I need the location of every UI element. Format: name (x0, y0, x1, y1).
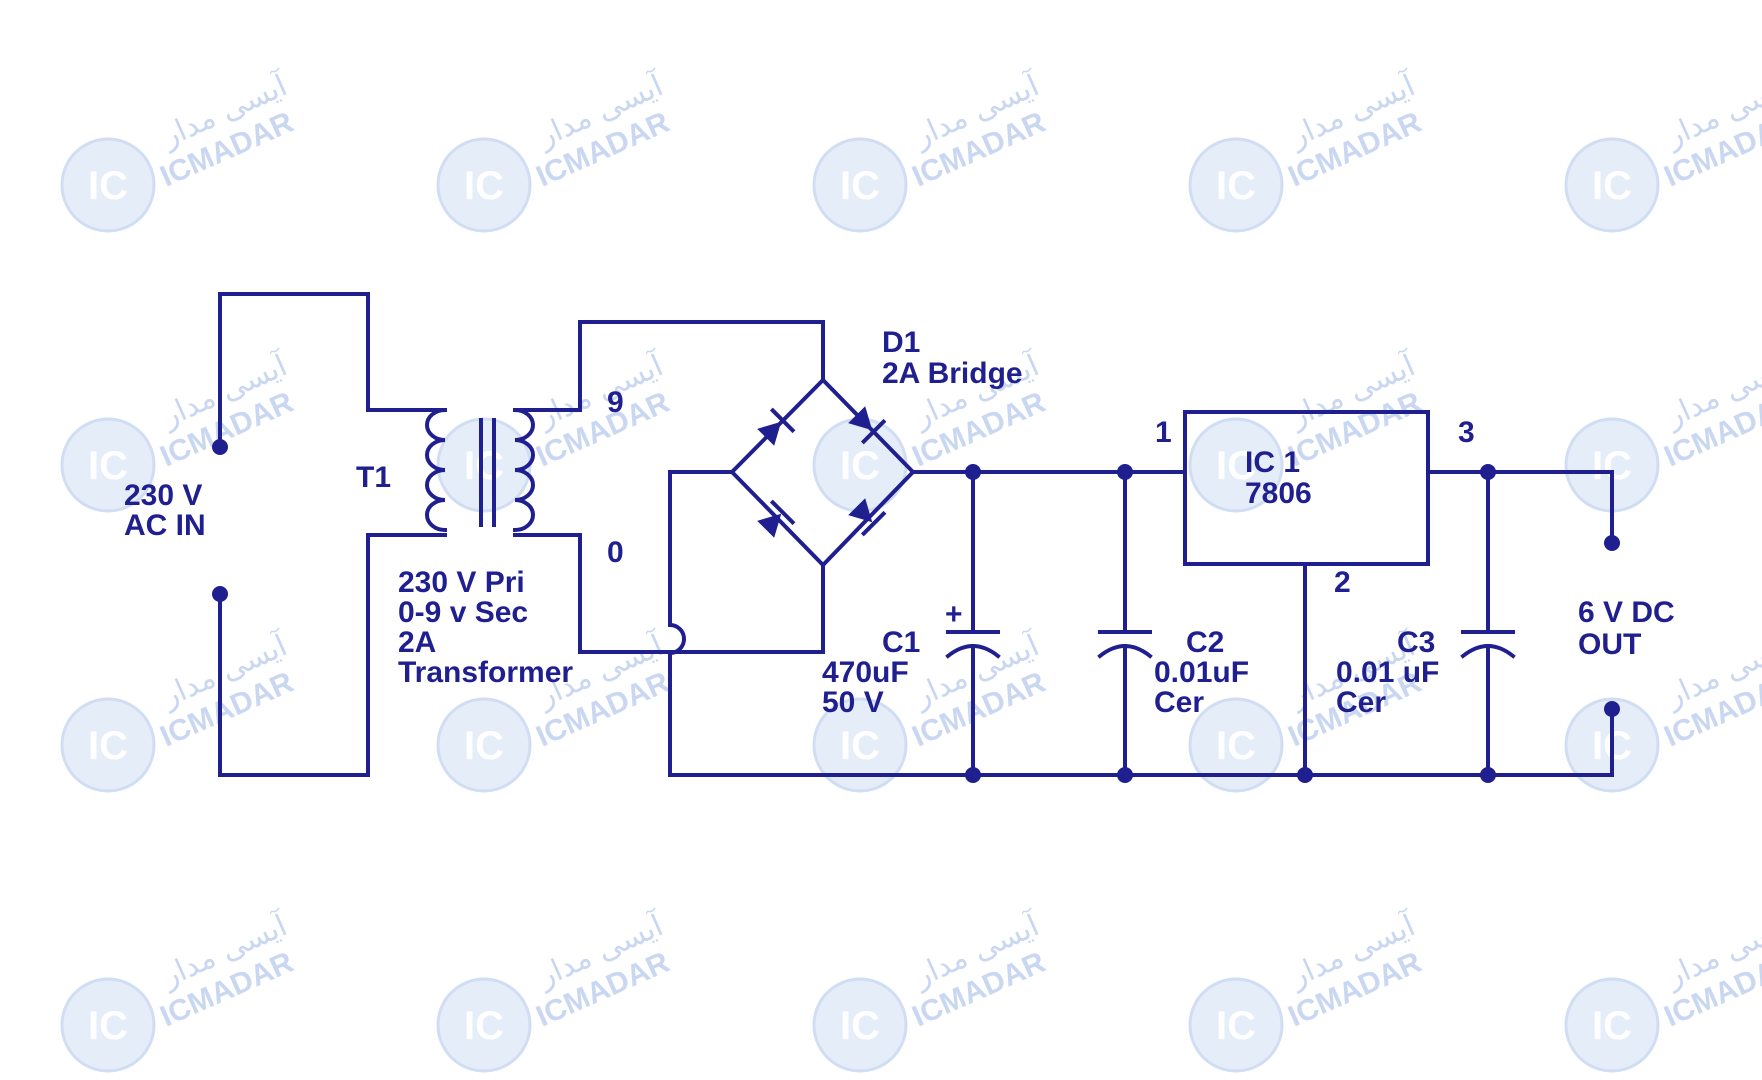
watermark-logo-icon (60, 697, 156, 793)
c3-type-label: Cer (1336, 686, 1386, 719)
c2-type-label: Cer (1154, 686, 1204, 719)
ac-terminal-bottom (212, 586, 228, 602)
watermark-logo-text: IC (840, 1004, 880, 1048)
bridge-label-line1: D1 (882, 326, 920, 359)
watermark-logo-icon (812, 137, 908, 233)
watermark-logo-text: IC (464, 444, 504, 488)
watermark-logo-text: IC (88, 164, 128, 208)
c3-value-label: 0.01 uF (1336, 656, 1439, 689)
transformer-spec-line1: 230 V Pri (398, 566, 525, 599)
ground-rail (668, 708, 1614, 777)
watermark-logo-text: IC (840, 444, 880, 488)
watermark-logo-icon (1564, 137, 1660, 233)
tap-0-label: 0 (607, 536, 624, 569)
watermark-logo-icon (1188, 697, 1284, 793)
tap-9-label: 9 (607, 386, 624, 419)
bridge-rectifier-d1 (668, 377, 916, 777)
watermark-logo-text: IC (1592, 1004, 1632, 1048)
watermark-logo-icon (812, 977, 908, 1073)
bridge-label-line2: 2A Bridge (882, 357, 1023, 390)
capacitor-c2 (1097, 470, 1153, 783)
transformer-spec-line2: 0-9 v Sec (398, 596, 528, 629)
watermark-logo-text: IC (1592, 164, 1632, 208)
output-terminal-negative (1604, 701, 1620, 717)
watermark-logo-icon (60, 137, 156, 233)
transformer-label: T1 (356, 461, 391, 494)
pin3-label: 3 (1458, 416, 1475, 449)
c3-name-label: C3 (1397, 626, 1435, 659)
ac-input (212, 292, 370, 777)
watermark-logo-icon (436, 697, 532, 793)
diode (848, 406, 887, 445)
ac-in-label-line2: AC IN (124, 509, 206, 542)
transformer-t1 (366, 320, 825, 654)
watermark-logo-icon (1564, 977, 1660, 1073)
watermark-logo-text: IC (1216, 444, 1256, 488)
ac-in-label-line1: 230 V (124, 479, 202, 512)
diode (848, 498, 887, 537)
watermark-logo-icon (60, 977, 156, 1073)
ac-terminal-top (212, 439, 228, 455)
ic-label-line2: 7806 (1245, 477, 1312, 510)
output-label-line2: OUT (1578, 628, 1641, 661)
pin1-label: 1 (1155, 416, 1172, 449)
watermark-logo-text: IC (1216, 724, 1256, 768)
watermark-logo-icon (1188, 417, 1284, 513)
watermark-logo-text: IC (88, 444, 128, 488)
capacitor-c1 (945, 470, 1001, 783)
output-terminal-positive (1604, 535, 1620, 551)
watermark-logo-text: IC (1216, 164, 1256, 208)
watermark-logo-icon (436, 977, 532, 1073)
watermark-logo-text: IC (464, 1004, 504, 1048)
diode (757, 407, 796, 446)
watermark-logo-text: IC (464, 724, 504, 768)
c1-value-label: 470uF (822, 656, 909, 689)
watermark-logo-icon (60, 417, 156, 513)
watermark-logo-text: IC (1216, 1004, 1256, 1048)
watermark-logo-text: IC (840, 724, 880, 768)
watermark-logo-text: IC (88, 724, 128, 768)
watermark-logo-text: IC (840, 164, 880, 208)
c1-plus-label: + (945, 598, 963, 631)
transformer-spec-line4: Transformer (398, 656, 573, 689)
c2-value-label: 0.01uF (1154, 656, 1249, 689)
pin2-label: 2 (1334, 566, 1351, 599)
diode (757, 499, 796, 538)
watermark-logo-icon (1188, 977, 1284, 1073)
c1-name-label: C1 (882, 626, 920, 659)
watermark-logo-text: IC (88, 1004, 128, 1048)
watermark-logo-icon (1188, 137, 1284, 233)
watermark-logo-icon (812, 697, 908, 793)
c1-voltage-label: 50 V (822, 686, 884, 719)
c2-name-label: C2 (1186, 626, 1224, 659)
positive-rail (911, 464, 1187, 480)
capacitor-c3 (1460, 470, 1516, 783)
output-label-line1: 6 V DC (1578, 596, 1675, 629)
watermark-logo-icon (436, 137, 532, 233)
ic-label-line1: IC 1 (1245, 446, 1300, 479)
watermark-logo-text: IC (464, 164, 504, 208)
transformer-spec-line3: 2A (398, 626, 436, 659)
